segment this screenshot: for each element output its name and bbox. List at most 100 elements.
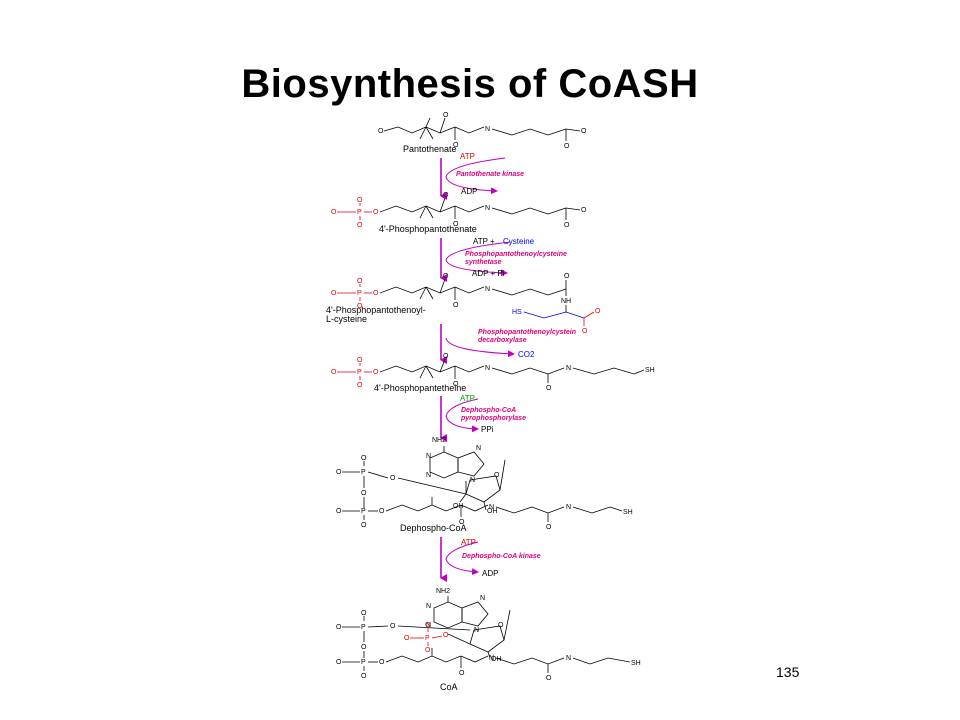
atom-n: N: [566, 365, 571, 372]
atom-o: O: [357, 357, 363, 364]
atom-o: O: [453, 221, 459, 228]
step2-enzyme-line2: synthetase: [465, 259, 502, 266]
step5-atp: ATP: [461, 538, 476, 547]
compound-phosphopantetheine-label: 4'-Phosphopantetheine: [374, 383, 466, 393]
atom-o: O: [336, 469, 342, 476]
step1-enzyme: Pantothenate kinase: [456, 171, 524, 178]
atom-n: N: [426, 472, 431, 479]
atom-o: O: [453, 302, 459, 309]
atom-o: O: [581, 128, 587, 135]
atom-o: O: [494, 472, 500, 479]
slide-title: Biosynthesis of CoASH: [241, 62, 699, 106]
atom-n: N: [489, 655, 494, 662]
atom-o: O: [361, 455, 367, 462]
atom-n: N: [485, 205, 490, 212]
atom-o: O: [581, 207, 587, 214]
atom-o: O: [564, 222, 570, 229]
cofactor-arrow-4: [445, 398, 479, 433]
step5-enzyme: Dephospho-CoA kinase: [462, 553, 541, 560]
atom-hs: HS: [512, 309, 522, 316]
atom-nh: NH: [561, 298, 571, 305]
atom-o: O: [379, 508, 385, 515]
step4-ppi: PPi: [481, 425, 494, 434]
atom-o: O: [331, 290, 337, 297]
atom-sh: SH: [623, 509, 633, 516]
atom-o: O: [595, 308, 601, 315]
atom-o: O: [361, 673, 367, 680]
atom-o: O: [546, 385, 552, 392]
atom-o: O: [331, 209, 337, 216]
compound-coa-label: CoA: [440, 682, 458, 692]
atom-p: P: [361, 624, 366, 631]
step3-co2: CO2: [518, 350, 535, 359]
atom-o: O: [425, 622, 431, 629]
atom-nh2: NH2: [436, 588, 450, 595]
atom-n: N: [566, 655, 571, 662]
atom-o: O: [361, 490, 367, 497]
step3-enzyme-line1: Phosphopantothenoylcystein: [478, 329, 576, 336]
atom-n: N: [426, 622, 431, 629]
atom-o: O: [390, 623, 396, 630]
atom-o: O: [443, 353, 449, 360]
atom-n: N: [480, 595, 485, 602]
step1-adp: ADP: [461, 187, 477, 196]
cofactor-arrow-3: [445, 337, 515, 358]
step2-cysteine: Cysteine: [503, 237, 535, 246]
atom-sh: SH: [631, 660, 641, 667]
atom-o: O: [379, 659, 385, 666]
atom-o: O: [373, 209, 379, 216]
atom-o: O: [425, 647, 431, 654]
atom-o: O: [453, 381, 459, 388]
atom-o: O: [361, 522, 367, 529]
step2-atp: ATP +: [473, 237, 495, 246]
phosphopantothenate-structure: O P O O O O O N O O 4'-Phosphopantothena…: [331, 192, 587, 234]
step1-atp: ATP: [460, 152, 475, 161]
atom-n: N: [476, 445, 481, 452]
atom-o: O: [336, 624, 342, 631]
atom-n: N: [426, 453, 431, 460]
atom-p: P: [425, 635, 430, 642]
cofactor-arrow-2: [445, 241, 511, 277]
atom-o: O: [498, 622, 504, 629]
pantothenate-structure: O O O N O O Pantothenate: [378, 112, 587, 154]
atom-o: O: [336, 659, 342, 666]
compound-pantothenate-label: Pantothenate: [403, 144, 457, 154]
atom-o: O: [443, 112, 449, 119]
atom-o: O: [331, 369, 337, 376]
atom-o: O: [357, 278, 363, 285]
atom-p: P: [357, 209, 362, 216]
compound-ppc-label-line1: 4'-Phosphopantothenoyl-: [326, 305, 426, 315]
atom-o: O: [459, 670, 465, 677]
atom-n: N: [426, 603, 431, 610]
step4-enzyme-line1: Dephospho-CoA: [461, 407, 516, 414]
atom-n: N: [489, 504, 494, 511]
atom-o: O: [390, 475, 396, 482]
atom-nh2: NH2: [432, 437, 446, 444]
atom-o: O: [546, 675, 552, 682]
atom-n: N: [470, 477, 475, 484]
atom-o: O: [357, 382, 363, 389]
atom-p: P: [357, 369, 362, 376]
atom-sh: SH: [645, 367, 655, 374]
atom-p: P: [357, 290, 362, 297]
atom-o: O: [357, 303, 363, 310]
atom-p: P: [361, 469, 366, 476]
atom-o: O: [404, 635, 410, 642]
atom-n: N: [485, 286, 490, 293]
atom-o: O: [378, 128, 384, 135]
atom-o: O: [564, 143, 570, 150]
atom-o: O: [361, 644, 367, 651]
atom-o: O: [453, 142, 459, 149]
atom-o: O: [336, 508, 342, 515]
phosphopantothenoylcysteine-structure: O P O O O O O N O NH HS O O 4'-Phosphopa…: [326, 273, 601, 335]
atom-o: O: [546, 524, 552, 531]
atom-o: O: [443, 273, 449, 280]
step3-enzyme-line2: decarboxylase: [478, 337, 527, 344]
atom-n: N: [485, 126, 490, 133]
atom-n: N: [566, 504, 571, 511]
atom-o: O: [459, 519, 465, 526]
atom-o: O: [357, 222, 363, 229]
cofactor-arrow-1: [445, 157, 506, 195]
atom-o: O: [443, 192, 449, 199]
cofactor-arrow-5: [445, 541, 479, 576]
